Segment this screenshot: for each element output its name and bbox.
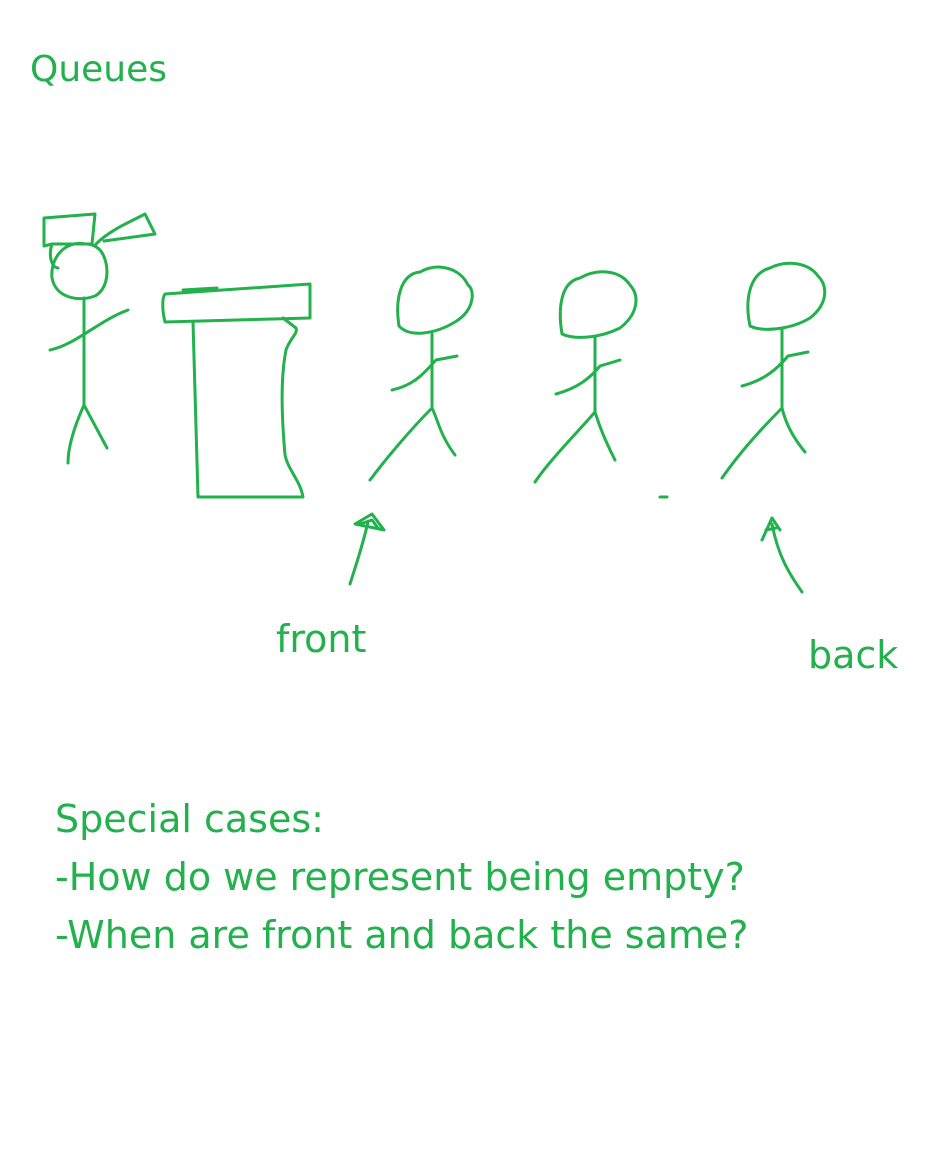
front-label: front	[276, 617, 367, 661]
queue-person-1	[368, 265, 474, 482]
back-arrow	[760, 516, 804, 594]
note-line-same: -When are front and back the same?	[55, 913, 749, 957]
back-label: back	[808, 633, 899, 677]
page-title: Queues	[30, 49, 168, 90]
cashier-stick-figure	[42, 212, 157, 465]
notes-heading: Special cases:	[55, 797, 324, 841]
special-cases-notes: Special cases: -How do we represent bein…	[55, 790, 748, 964]
queue-person-2	[533, 270, 638, 484]
counter-drawing	[161, 282, 312, 499]
note-line-empty: -How do we represent being empty?	[55, 855, 745, 899]
front-arrow	[348, 512, 386, 586]
queue-person-3	[720, 261, 827, 480]
